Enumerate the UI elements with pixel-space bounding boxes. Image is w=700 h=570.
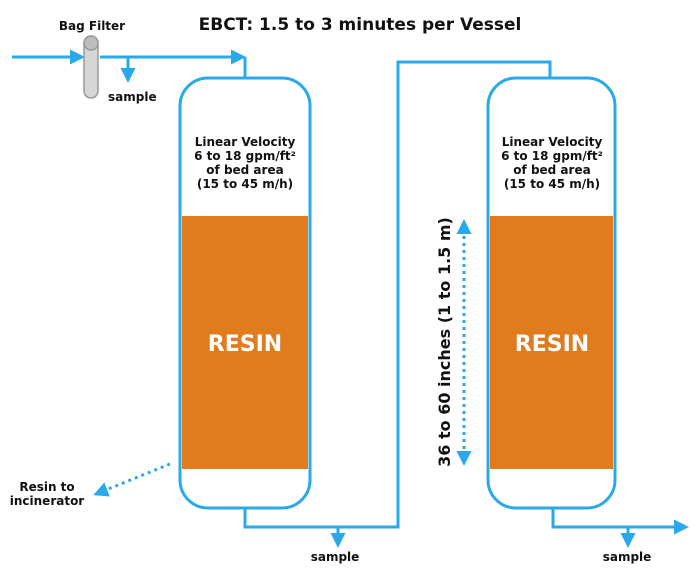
resin-bed-1 xyxy=(182,216,308,469)
resin-to-incinerator-arrow xyxy=(93,462,171,497)
linear-velocity-1-line-3: of bed area xyxy=(206,163,283,177)
sample-label-middle: sample xyxy=(311,550,360,564)
linear-velocity-2-line-4: (15 to 45 m/h) xyxy=(504,177,600,191)
connecting-pipe xyxy=(243,60,552,548)
bag-filter-label: Bag Filter xyxy=(59,19,125,33)
linear-velocity-2-line-2: 6 to 18 gpm/ft² xyxy=(501,149,603,163)
vessel-2: Linear Velocity 6 to 18 gpm/ft² of bed a… xyxy=(486,76,617,510)
resin-to-incinerator-label-line-2: incinerator xyxy=(10,494,85,508)
linear-velocity-2-line-1: Linear Velocity xyxy=(502,135,603,149)
diagram-title: EBCT: 1.5 to 3 minutes per Vessel xyxy=(199,15,522,35)
bed-depth-label: 36 to 60 inches (1 to 1.5 m) xyxy=(435,217,454,467)
bag-filter-icon xyxy=(83,35,99,99)
linear-velocity-1-line-1: Linear Velocity xyxy=(195,135,296,149)
vessel-1: Linear Velocity 6 to 18 gpm/ft² of bed a… xyxy=(178,76,312,510)
sample-label-inlet: sample xyxy=(108,90,157,104)
resin-label-1: RESIN xyxy=(208,332,282,357)
resin-bed-2 xyxy=(490,216,613,469)
linear-velocity-2-line-3: of bed area xyxy=(513,163,590,177)
resin-to-incinerator-label-line-1: Resin to xyxy=(19,480,74,494)
outlet-pipe xyxy=(551,508,689,548)
linear-velocity-1-line-2: 6 to 18 gpm/ft² xyxy=(194,149,296,163)
inlet-pipe xyxy=(12,49,247,83)
resin-label-2: RESIN xyxy=(515,332,589,357)
sample-label-outlet: sample xyxy=(603,550,652,564)
linear-velocity-1-line-4: (15 to 45 m/h) xyxy=(197,177,293,191)
